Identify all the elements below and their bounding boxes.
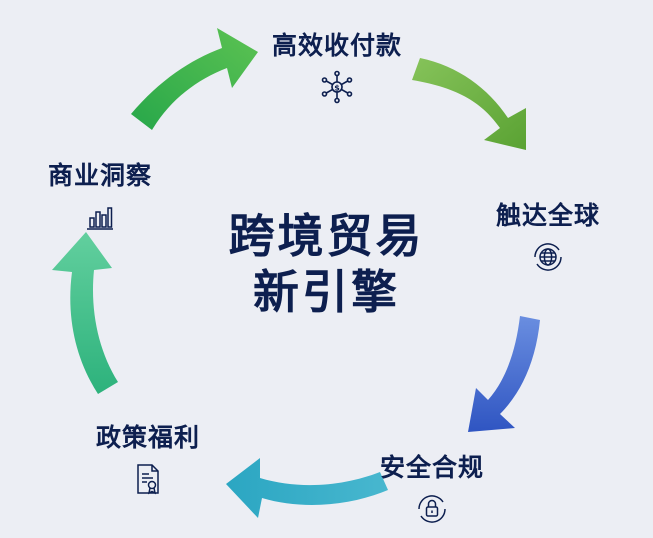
arrow-global-to-compliance [468,316,540,432]
center-title-line-2: 新引擎 [253,265,400,319]
arrow-compliance-to-policy [226,458,388,518]
node-policy-benefits: 政策福利 [78,418,218,496]
center-title-line-1: 跨境贸易 [228,209,425,263]
node-business-insight-label: 商业洞察 [47,161,152,190]
center-title: 跨境贸易 新引擎 [170,208,483,320]
node-payments-label: 高效收付款 [271,31,402,60]
node-policy-benefits-label: 政策福利 [95,423,200,452]
node-business-insight: 商业洞察 [30,156,170,234]
globe-icon [534,243,562,271]
arrow-policy-to-insight [52,232,118,394]
certificate-document-icon [137,464,159,495]
arrow-insight-to-payments [131,28,258,130]
lock-icon [418,495,446,523]
node-global-reach: 触达全球 [478,196,618,274]
node-compliance-label: 安全合规 [379,453,484,482]
svg-text:$: $ [334,84,340,93]
node-payments: 高效收付款 $ [262,26,412,104]
bar-chart-icon [87,207,113,230]
dollar-network-icon: $ [321,70,353,104]
node-compliance: 安全合规 [362,448,502,526]
arrow-payments-to-global [412,58,526,150]
node-global-reach-label: 触达全球 [495,201,600,230]
